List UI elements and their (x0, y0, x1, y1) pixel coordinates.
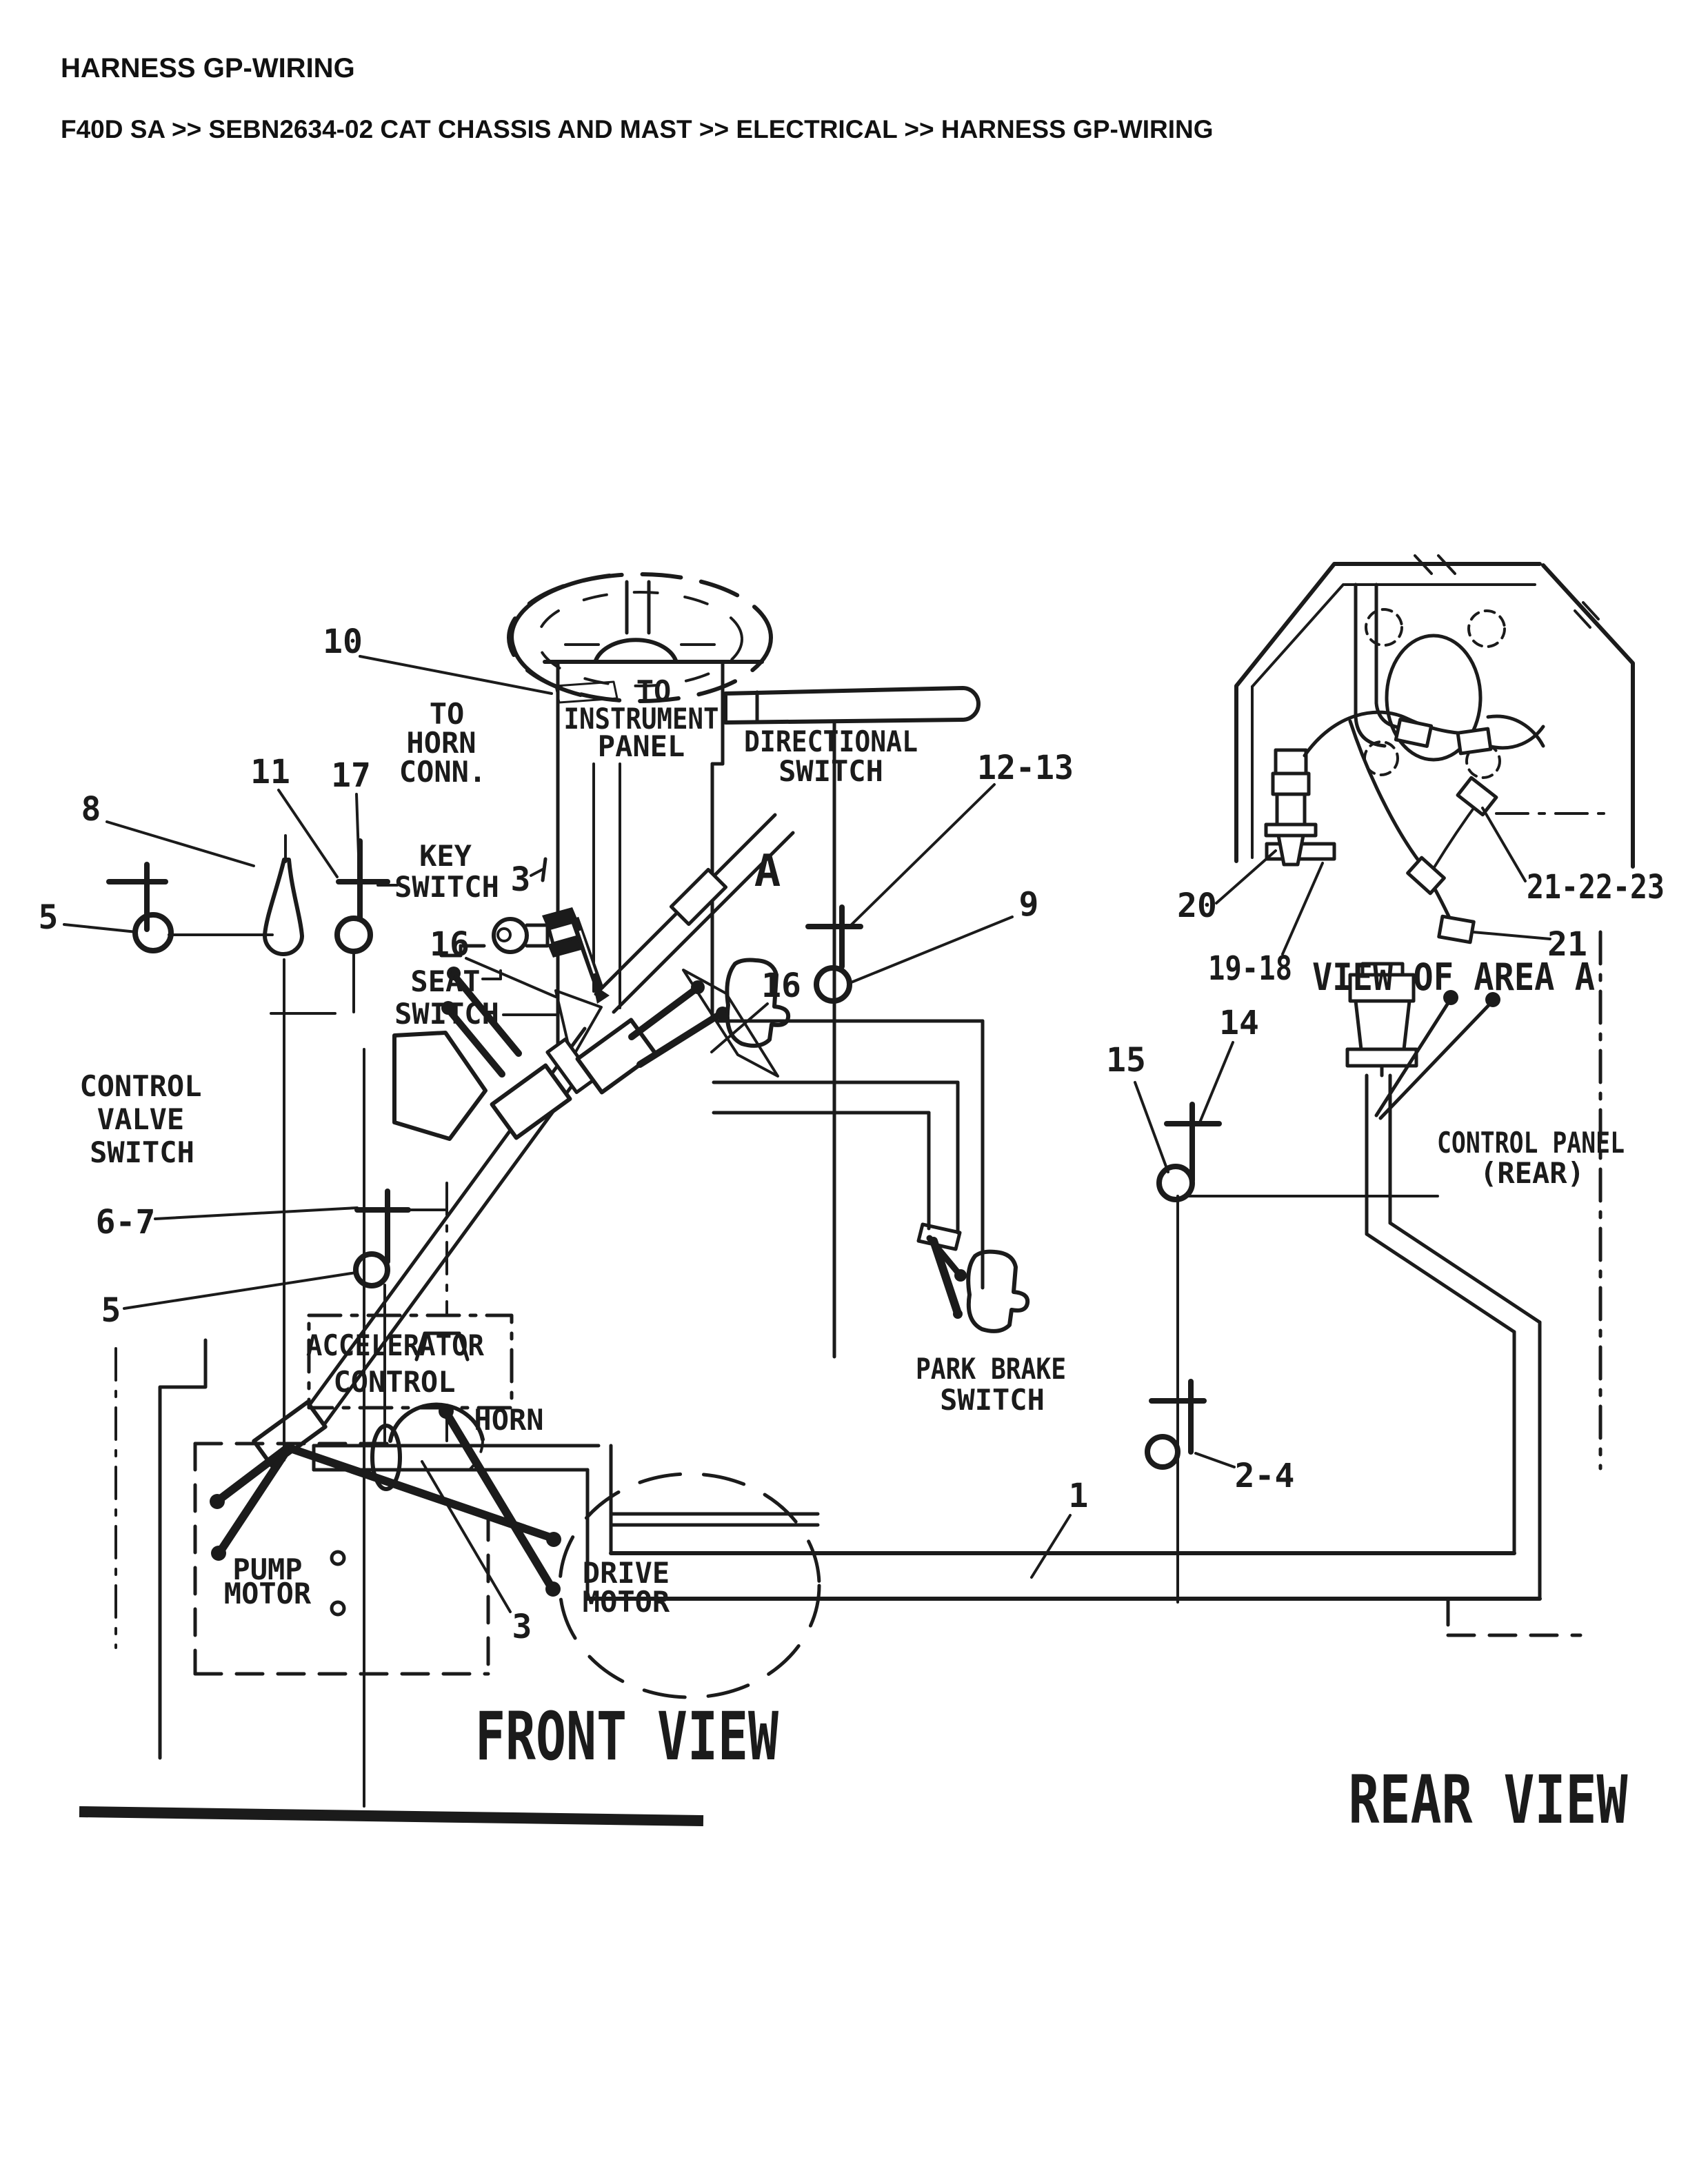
breadcrumb: F40D SA >> SEBN2634-02 CAT CHASSIS AND M… (61, 115, 1214, 143)
label-directional-line1: DIRECTIONAL (744, 725, 918, 758)
callout-3-key: 3 (511, 860, 531, 899)
label-to-horn-line2: HORN (406, 726, 476, 760)
rear-boundary-lines (1446, 930, 1602, 1637)
callout-20: 20 (1177, 887, 1217, 925)
callout-21-22-23: 21-22-23 (1527, 868, 1665, 907)
label-drive-motor-line1: DRIVE (583, 1556, 670, 1590)
label-park-brake-line2: SWITCH (940, 1383, 1045, 1417)
callout-9: 9 (1019, 885, 1039, 924)
cable-clamp-6-7 (353, 1189, 447, 1445)
label-control-valve-line2: VALVE (97, 1102, 184, 1136)
inset-plug (1264, 748, 1318, 867)
callout-10: 10 (323, 623, 363, 661)
seat-switch-connectors (554, 969, 779, 1078)
ground-line (79, 1806, 704, 1826)
callout-5-upper: 5 (39, 898, 59, 937)
cable-clamp-2-4 (1145, 1195, 1207, 1604)
control-valve-switch (392, 944, 791, 1141)
label-control-panel-line1: CONTROL PANEL (1437, 1126, 1625, 1160)
label-seat-switch-line2: SWITCH (394, 997, 499, 1031)
callout-15: 15 (1106, 1041, 1146, 1080)
main-harness-run (585, 1073, 1542, 1601)
label-control-valve-line3: SWITCH (90, 1135, 194, 1169)
callout-5-lower: 5 (101, 1291, 121, 1330)
callout-3-lower: 3 (512, 1608, 532, 1646)
wire-loop (262, 834, 304, 956)
callout-2-4: 2-4 (1235, 1457, 1295, 1495)
callout-17: 17 (331, 756, 371, 795)
label-key-switch-line1: KEY (419, 839, 472, 873)
area-a-inset (1234, 554, 1635, 944)
label-to-horn-line3: CONN. (399, 755, 486, 789)
rear-harness-connector (1345, 962, 1500, 1120)
callout-1: 1 (1069, 1477, 1089, 1515)
cable-clamp-12-13 (805, 904, 863, 1004)
chassis-outline-left (114, 1338, 208, 1760)
label-drive-motor-line2: MOTOR (583, 1585, 670, 1619)
label-to-horn-line1: TO (430, 697, 465, 731)
label-seat-switch-line1: SEAT (410, 964, 480, 998)
label-directional-line2: SWITCH (778, 754, 883, 788)
label-horn: HORN (474, 1403, 543, 1437)
harness-verticals (270, 958, 365, 1808)
label-key-switch-line2: SWITCH (394, 870, 499, 904)
leader-lines (63, 655, 1551, 1613)
callout-8: 8 (81, 790, 101, 829)
label-to-instrument-line2: INSTRUMENT (564, 702, 719, 736)
directional-switch-lever (723, 686, 981, 725)
harness-duct-upper (594, 813, 795, 1014)
label-park-brake-line1: PARK BRAKE (916, 1352, 1066, 1386)
label-pump-motor-line2: MOTOR (224, 1577, 312, 1610)
steering-wheel (507, 572, 773, 703)
pump-motor-wires (210, 1408, 561, 1597)
view-of-area-a-title: VIEW OF AREA A (1312, 956, 1595, 999)
drive-motor-outline (558, 1472, 821, 1699)
front-view-title: FRONT VIEW (475, 1698, 778, 1775)
label-to-instrument-line1: TO (636, 674, 672, 708)
label-accelerator-line2: CONTROL (333, 1365, 455, 1399)
rear-view-title: REAR VIEW (1349, 1761, 1628, 1839)
label-accelerator-line1: ACCELERATOR (306, 1328, 485, 1362)
key-switch (492, 907, 610, 1004)
callout-14: 14 (1219, 1004, 1259, 1042)
callout-6-7: 6-7 (96, 1203, 156, 1242)
park-brake-switch (966, 1249, 1030, 1333)
label-control-panel-line2: (REAR) (1480, 1156, 1585, 1190)
cable-clamp-15 (1156, 1102, 1439, 1202)
callout-16-left: 16 (430, 925, 470, 964)
cable-clamp-5-upper (106, 862, 274, 953)
label-control-valve-line1: CONTROL (79, 1069, 201, 1103)
inset-harness (1303, 710, 1545, 944)
page-title: HARNESS GP-WIRING (61, 53, 355, 83)
area-a-marker: A (754, 846, 781, 897)
cable-clamp-17 (334, 838, 390, 1013)
callout-16-right: 16 (761, 967, 801, 1005)
callout-12-13: 12-13 (977, 749, 1074, 787)
callout-19-18: 19-18 (1208, 949, 1292, 988)
label-to-instrument-line3: PANEL (598, 729, 685, 763)
pump-motor-box (193, 1442, 490, 1676)
callout-21: 21 (1547, 925, 1587, 964)
callout-11: 11 (250, 753, 290, 791)
label-pump-motor-line1: PUMP (232, 1553, 302, 1586)
park-brake-wiring (712, 1019, 985, 1319)
